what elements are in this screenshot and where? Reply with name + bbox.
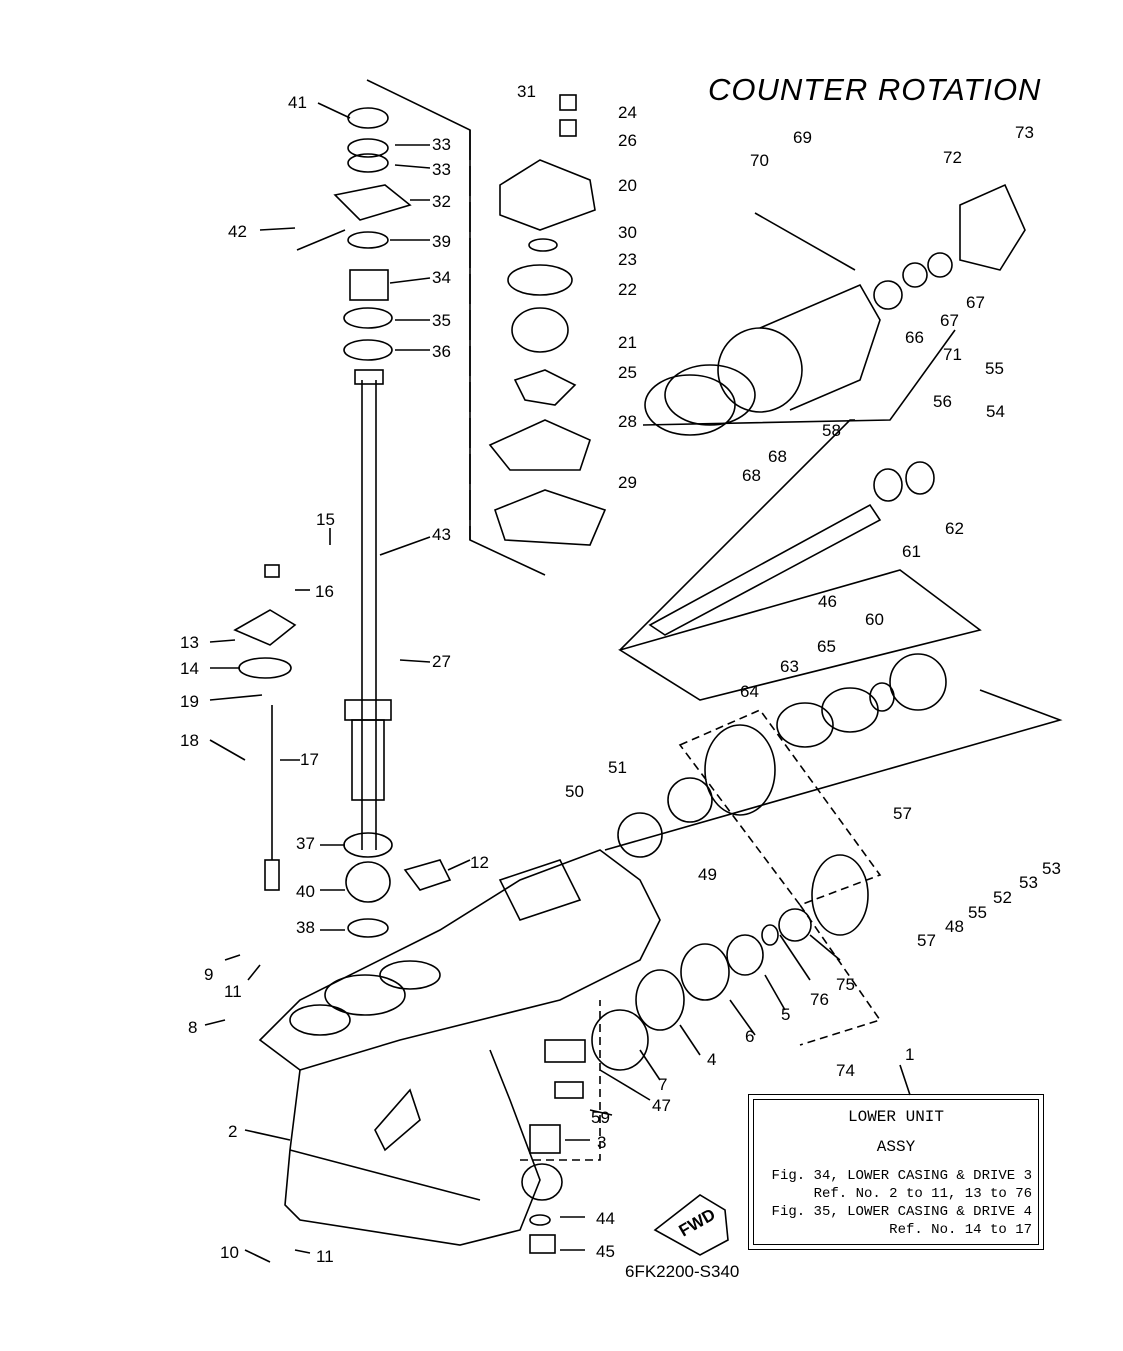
callout-12: 12 (470, 853, 489, 872)
callout-51: 51 (608, 758, 627, 777)
callout-53: 53 (1042, 859, 1061, 878)
callout-42: 42 (228, 222, 247, 241)
legend-line-6: Ref. No. 14 to 17 (889, 1222, 1032, 1238)
callout-18: 18 (180, 731, 199, 750)
callout-54: 54 (986, 402, 1005, 421)
callout-57: 57 (917, 931, 936, 950)
callout-55: 55 (985, 359, 1004, 378)
callout-45: 45 (596, 1242, 615, 1261)
callout-14: 14 (180, 659, 199, 678)
callout-27: 27 (432, 652, 451, 671)
legend-line-1: LOWER UNIT (847, 1108, 944, 1126)
callout-38: 38 (296, 918, 315, 937)
callout-16: 16 (315, 582, 334, 601)
callout-37: 37 (296, 834, 315, 853)
callout-29: 29 (618, 473, 637, 492)
callout-60: 60 (865, 610, 884, 629)
callout-21: 21 (618, 333, 637, 352)
callout-22: 22 (618, 280, 637, 299)
callout-30: 30 (618, 223, 637, 242)
callout-6: 6 (745, 1027, 754, 1046)
callout-28: 28 (618, 412, 637, 431)
callout-46: 46 (818, 592, 837, 611)
callout-59: 59 (591, 1108, 610, 1127)
callout-71: 71 (943, 345, 962, 364)
callout-33: 33 (432, 160, 451, 179)
callout-11: 11 (224, 982, 242, 1001)
legend-box: LOWER UNIT ASSY Fig. 34, LOWER CASING & … (748, 1094, 1044, 1250)
callout-40: 40 (296, 882, 315, 901)
legend-line-5: Fig. 35, LOWER CASING & DRIVE 4 (771, 1204, 1032, 1220)
callout-43: 43 (432, 525, 451, 544)
diagram-code: 6FK2200-S340 (625, 1262, 740, 1281)
callout-31: 31 (517, 82, 536, 101)
callout-67: 67 (966, 293, 985, 312)
callout-52: 52 (993, 888, 1012, 907)
callout-labels: 1234567891011111213141516171819202122232… (180, 82, 1061, 1266)
callout-17: 17 (300, 750, 319, 769)
callout-67: 67 (940, 311, 959, 330)
callout-50: 50 (565, 782, 584, 801)
callout-49: 49 (698, 865, 717, 884)
callout-15: 15 (316, 510, 335, 529)
callout-48: 48 (945, 917, 964, 936)
lower-casing-top (258, 849, 661, 1071)
callout-13: 13 (180, 633, 199, 652)
legend-line-2: ASSY (876, 1138, 916, 1156)
callout-11: 11 (316, 1247, 334, 1266)
callout-76: 76 (810, 990, 829, 1009)
callout-75: 75 (836, 975, 855, 994)
callout-34: 34 (432, 268, 451, 287)
callout-74: 74 (836, 1061, 855, 1080)
callout-70: 70 (750, 151, 769, 170)
callout-36: 36 (432, 342, 451, 361)
callout-62: 62 (945, 519, 964, 538)
callout-39: 39 (432, 232, 451, 251)
callout-32: 32 (432, 192, 451, 211)
diagram-title: COUNTER ROTATION (708, 72, 1042, 107)
callout-20: 20 (618, 176, 637, 195)
callout-55: 55 (968, 903, 987, 922)
callout-8: 8 (188, 1018, 197, 1037)
callout-19: 19 (180, 692, 199, 711)
callout-68: 68 (768, 447, 787, 466)
callout-53: 53 (1019, 873, 1038, 892)
callout-2: 2 (228, 1122, 237, 1141)
legend-line-3: Fig. 34, LOWER CASING & DRIVE 3 (771, 1168, 1032, 1184)
callout-58: 58 (822, 421, 841, 440)
callout-10: 10 (220, 1243, 239, 1262)
callout-61: 61 (902, 542, 921, 561)
callout-9: 9 (204, 965, 213, 984)
callout-41: 41 (288, 93, 307, 112)
legend-line-4: Ref. No. 2 to 11, 13 to 76 (813, 1186, 1032, 1202)
callout-72: 72 (943, 148, 962, 167)
callout-33: 33 (432, 135, 451, 154)
callout-7: 7 (658, 1075, 667, 1094)
fwd-label: FWD (676, 1205, 719, 1241)
callout-3: 3 (597, 1133, 606, 1152)
callout-26: 26 (618, 131, 637, 150)
callout-23: 23 (618, 250, 637, 269)
lower-casing-body (284, 1049, 541, 1246)
callout-24: 24 (618, 103, 637, 122)
callout-47: 47 (652, 1096, 671, 1115)
callout-64: 64 (740, 682, 759, 701)
callout-1: 1 (905, 1045, 914, 1064)
callout-66: 66 (905, 328, 924, 347)
callout-69: 69 (793, 128, 812, 147)
callout-68: 68 (742, 466, 761, 485)
callout-44: 44 (596, 1209, 615, 1228)
callout-35: 35 (432, 311, 451, 330)
callout-65: 65 (817, 637, 836, 656)
callout-5: 5 (781, 1005, 790, 1024)
callout-56: 56 (933, 392, 952, 411)
callout-4: 4 (707, 1050, 716, 1069)
callout-25: 25 (618, 363, 637, 382)
callout-57: 57 (893, 804, 912, 823)
callout-73: 73 (1015, 123, 1034, 142)
callout-63: 63 (780, 657, 799, 676)
